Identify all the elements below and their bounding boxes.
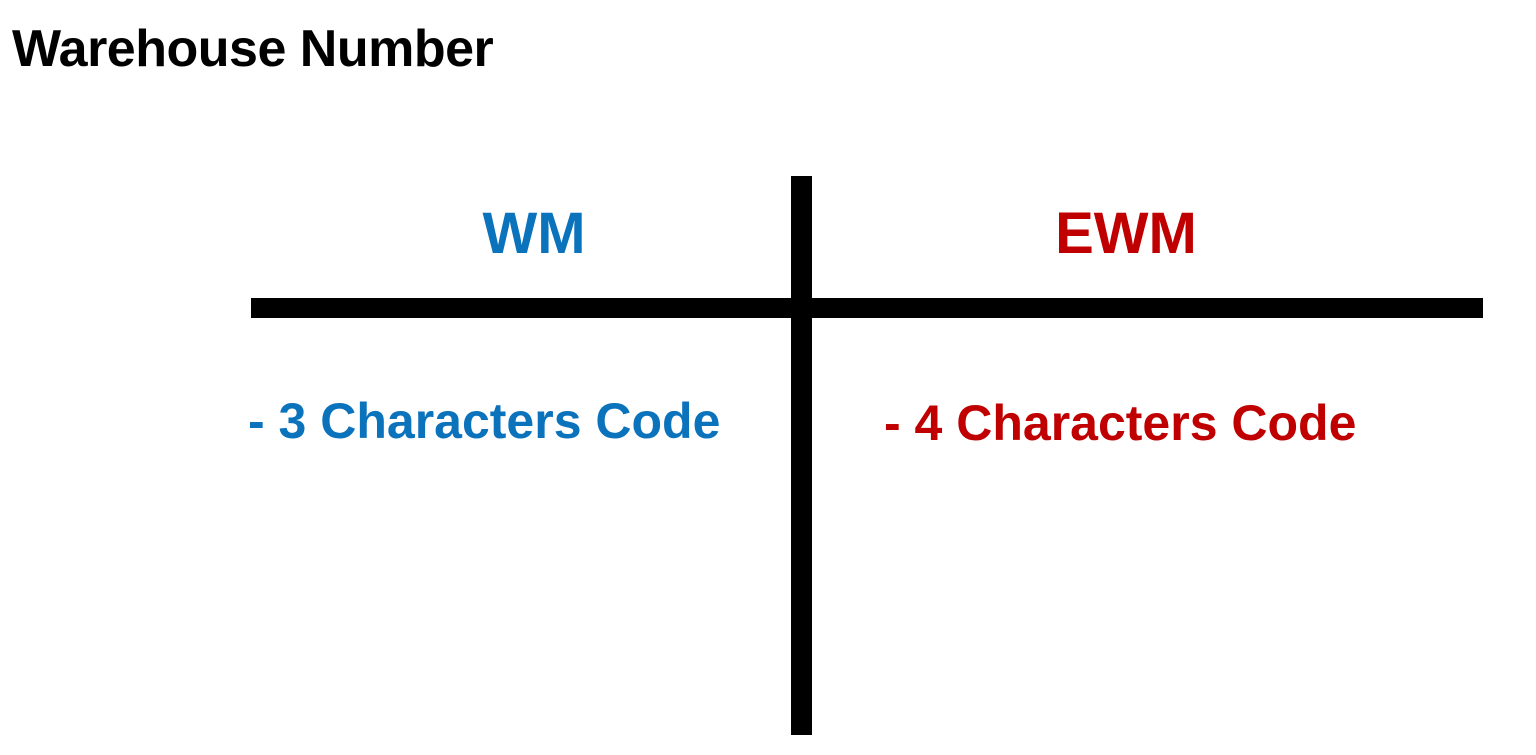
page-title: Warehouse Number xyxy=(12,20,494,78)
column-bullet-ewm: - 4 Characters Code xyxy=(884,395,1357,451)
vertical-divider-line xyxy=(791,176,812,735)
column-header-ewm: EWM xyxy=(1055,201,1197,266)
horizontal-divider-line xyxy=(251,298,1483,318)
column-bullet-wm: - 3 Characters Code xyxy=(248,393,721,449)
column-header-wm: WM xyxy=(482,201,586,266)
